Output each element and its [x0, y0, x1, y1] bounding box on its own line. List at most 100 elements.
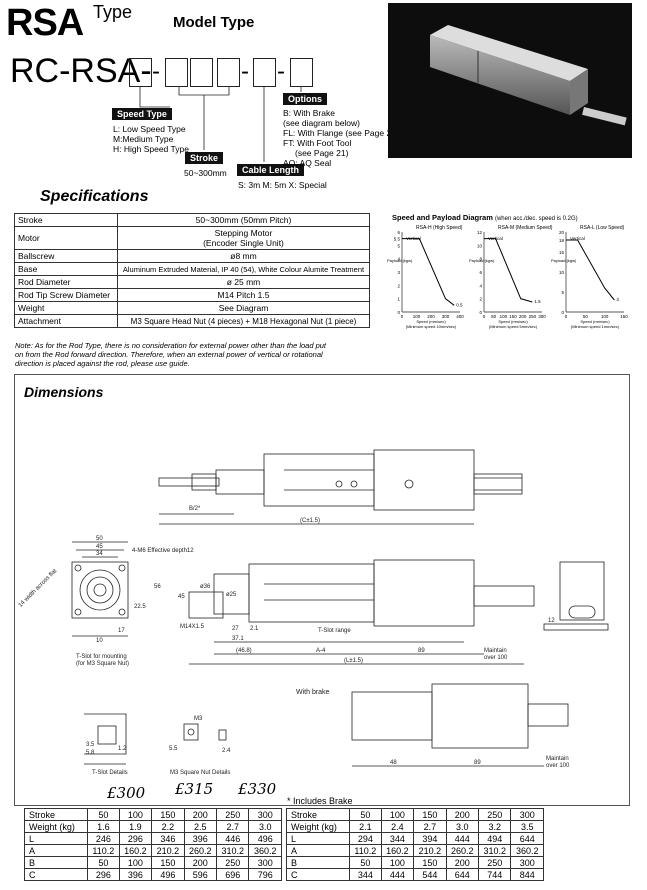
dim-21: 2.1: [250, 626, 259, 632]
chart-y-tick-label: 0: [561, 310, 564, 315]
dimension-drawings: B/2* (C±1.5) 50 45 34 4-M6 Effective dep…: [18, 449, 609, 776]
chart-y-tick-label: 10: [477, 243, 483, 248]
model-type-heading: Model Type: [173, 14, 255, 31]
value-cell: 2.7: [216, 820, 250, 833]
dim-12: 12: [548, 618, 555, 624]
chart-y-tick-label: 1: [397, 297, 400, 302]
row-label-cell: Stroke: [24, 808, 88, 821]
chart-y-label: Payload (kgw): [551, 258, 577, 263]
chart-x-note: (Minimum speed 5mm/sec): [489, 324, 538, 329]
chart-y-tick-label: 4: [397, 257, 400, 262]
chart-y-tick-label: 5.5: [394, 237, 401, 242]
stroke-range: 50~300mm: [184, 168, 227, 178]
brake-over: over 100: [546, 763, 570, 769]
dim-56: 56: [154, 584, 161, 590]
tslot-detail: [84, 713, 127, 765]
brake-dim-89: 89: [474, 760, 481, 766]
chart-title: RSA-M (Medium Speed): [498, 225, 553, 231]
dim-a4: A-4: [316, 648, 326, 654]
speed-type-options: L: Low Speed Type M:Medium Type H: High …: [113, 124, 189, 154]
options-list: B: With Brake (see diagram below) FL: Wi…: [283, 108, 399, 168]
chart-y-label: Payload (kgw): [387, 258, 413, 263]
row-label-cell: A: [286, 844, 350, 857]
chart-x-label: Speed (mm/sec): [498, 319, 528, 324]
value-cell: 696: [216, 868, 250, 881]
actuator-photo-illustration: [430, 25, 627, 126]
end-view: [543, 561, 609, 631]
chart-series-line: [484, 238, 533, 303]
row-label-cell: L: [24, 832, 88, 845]
chart-x-tick-label: 50: [583, 314, 589, 319]
value-cell: 200: [445, 808, 480, 821]
chart-y-tick-label: 5: [397, 243, 400, 248]
value-cell: 344: [349, 868, 382, 881]
value-cell: 2.1: [349, 820, 382, 833]
dim-c: (C±1.5): [300, 518, 320, 524]
value-cell: 1.6: [87, 820, 120, 833]
value-cell: 496: [151, 868, 185, 881]
front-view-flange: [71, 541, 129, 637]
options-label: Options: [283, 93, 327, 105]
dim-17: 17: [118, 628, 125, 634]
row-label-cell: B: [24, 856, 88, 869]
value-cell: 150: [413, 808, 447, 821]
over-100-label: over 100: [484, 655, 508, 661]
value-cell: 544: [413, 868, 447, 881]
model-code-prefix: RC-RSA-: [10, 52, 152, 90]
value-cell: 3.0: [445, 820, 480, 833]
row-label-cell: A: [24, 844, 88, 857]
dim-89: 89: [418, 648, 425, 654]
dim-24: 2.4: [222, 748, 231, 754]
dim-25: ø25: [226, 592, 237, 598]
value-cell: 394: [413, 832, 447, 845]
value-cell: 100: [380, 808, 415, 821]
row-label-cell: L: [286, 832, 350, 845]
value-cell: 294: [349, 832, 382, 845]
value-cell: 344: [380, 832, 415, 845]
code-box-speed: [129, 58, 152, 87]
value-cell: 300: [510, 808, 544, 821]
dim-b: B/2*: [189, 506, 201, 512]
chart-x-tick-label: 300: [442, 314, 450, 319]
chart-y-tick-label: 4: [479, 283, 482, 288]
tslot-mount-label2: (for M3 Square Nut): [76, 661, 129, 667]
row-label-cell: Weight (kg): [24, 820, 88, 833]
value-cell: 3.2: [478, 820, 512, 833]
value-cell: 150: [151, 856, 185, 869]
value-cell: 250: [478, 808, 512, 821]
side-view-actuator: [188, 559, 535, 665]
value-cell: 2.7: [413, 820, 447, 833]
chart-series-line: [566, 239, 615, 301]
brake-view: [351, 683, 569, 767]
chart-y-tick-label: 0: [479, 310, 482, 315]
chart-y-tick-label: 10: [559, 270, 565, 275]
value-cell: 1.9: [118, 820, 153, 833]
tslot-details-label: T-Slot Details: [92, 770, 128, 776]
value-cell: 210.2: [413, 844, 447, 857]
with-brake-label: With brake: [296, 689, 330, 696]
dim-width-flat: 14 width across flat: [18, 568, 59, 609]
chart-x-tick-label: 200: [519, 314, 527, 319]
value-cell: 200: [183, 808, 218, 821]
value-cell: 300: [510, 856, 544, 869]
chart-x-tick-label: 0: [565, 314, 568, 319]
chart-y-tick-label: 0: [397, 310, 400, 315]
dim-50: 50: [96, 536, 103, 542]
chart-x-tick-label: 100: [413, 314, 421, 319]
m3-label: M3: [194, 716, 203, 722]
brake-dim-48: 48: [390, 760, 397, 766]
value-cell: 644: [510, 832, 544, 845]
value-cell: 744: [478, 868, 512, 881]
value-cell: 100: [380, 856, 415, 869]
speed-diagram-title: Speed and Payload Diagram (when acc./dec…: [392, 213, 578, 222]
value-cell: 300: [248, 856, 282, 869]
